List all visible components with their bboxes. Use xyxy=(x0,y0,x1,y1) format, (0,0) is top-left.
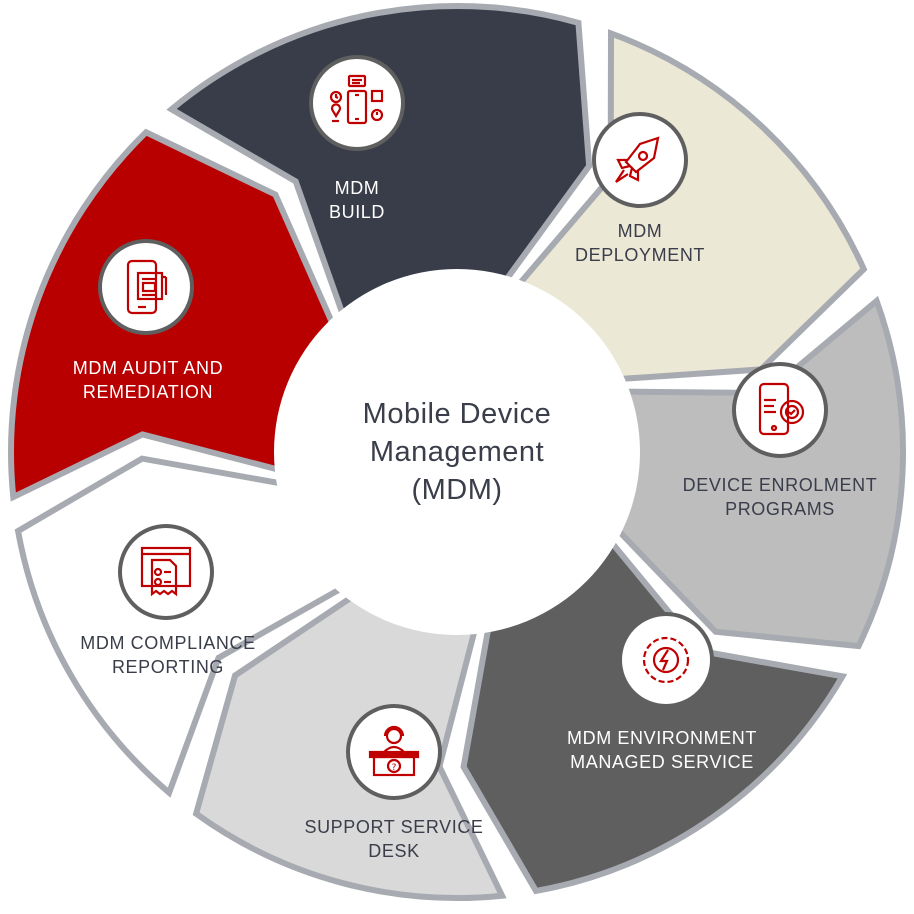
rocket-icon xyxy=(592,112,688,208)
center-circle xyxy=(274,269,640,635)
gear-lightning-icon xyxy=(618,612,714,708)
svg-text:?: ? xyxy=(392,763,397,773)
report-checklist-icon xyxy=(118,524,214,620)
phone-document-icon xyxy=(98,239,194,335)
phone-gear-icon xyxy=(732,362,828,458)
segment-label-support: SUPPORT SERVICE DESK xyxy=(304,817,484,861)
segment-label-audit: MDM AUDIT AND REMEDIATION xyxy=(72,358,224,402)
segment-label-environment: MDM ENVIRONMENT MANAGED SERVICE xyxy=(567,728,757,772)
center-title-line2: Management xyxy=(369,436,545,468)
segment-label-compliance: MDM COMPLIANCE REPORTING xyxy=(80,633,256,677)
helpdesk-icon: ? xyxy=(346,704,442,800)
segment-label-enrolment: DEVICE ENROLMENT PROGRAMS xyxy=(682,475,878,519)
center-title-line3: (MDM) xyxy=(411,474,503,506)
mobile-apps-icon xyxy=(309,55,405,151)
center-title: Mobile Device Management (MDM) xyxy=(363,395,552,509)
center-title-line1: Mobile Device xyxy=(362,398,552,430)
segment-label-deployment: MDM DEPLOYMENT xyxy=(574,221,706,265)
segment-label-build: MDM BUILD xyxy=(328,178,386,222)
